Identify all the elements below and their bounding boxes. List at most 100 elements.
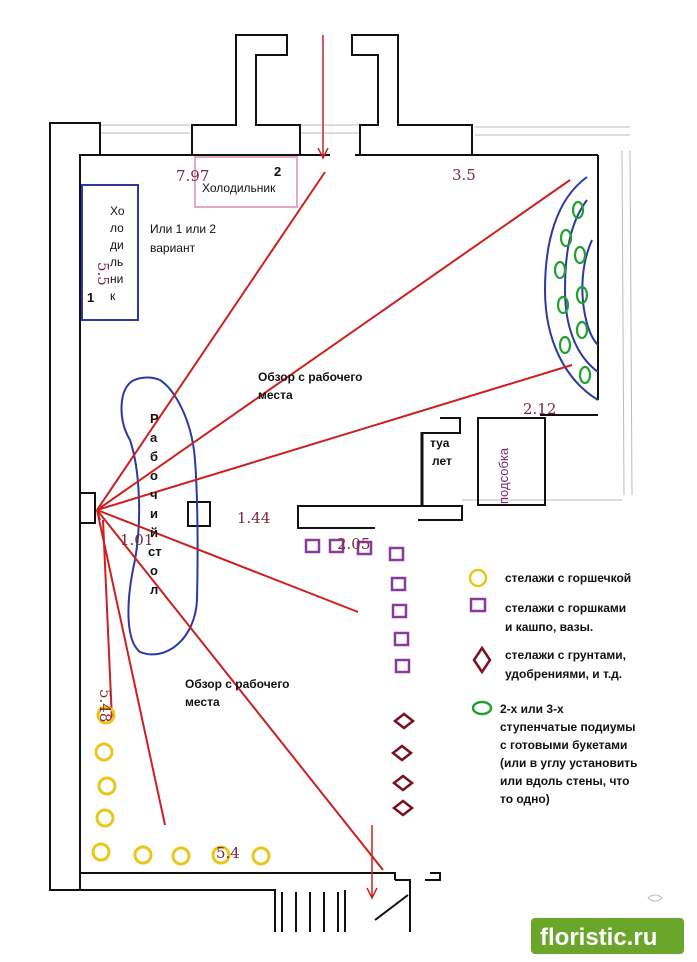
sightline-4 <box>96 509 359 613</box>
diamond-red-icon <box>472 645 492 675</box>
sightline-2 <box>96 179 571 511</box>
logo-background <box>531 918 684 954</box>
entrance-steps <box>281 892 409 932</box>
podium-mark-5 <box>558 335 572 355</box>
sightline-3 <box>96 364 573 511</box>
column-block <box>187 501 211 527</box>
podium-mark-2 <box>559 228 573 248</box>
dim-1-44: 1.44 <box>237 509 270 527</box>
pot-rack-6 <box>133 845 153 865</box>
sightline-5 <box>96 509 384 871</box>
storage-label: подсобка <box>496 447 511 504</box>
fridge-1-letter-2: ди <box>110 238 124 252</box>
legend-item-4-line-6: то одно) <box>500 792 550 806</box>
fridge-1-letter-0: Хо <box>110 204 125 218</box>
fridge-option-2 <box>194 156 298 208</box>
pot-shelf-7 <box>393 631 410 647</box>
legend-item-3-line-1: стелажи с грунтами, <box>505 648 626 662</box>
dim-5-48: 5.48 <box>96 689 114 722</box>
view-label-top-line-2: места <box>258 388 293 402</box>
circle-yellow-icon <box>468 568 488 588</box>
dim-7-97: 7.97 <box>176 167 209 185</box>
flower-icon <box>647 894 663 902</box>
pot-shelf-8 <box>394 658 411 674</box>
sightline-1 <box>96 171 326 511</box>
square-purple-icon <box>469 597 487 613</box>
workbench-letter-1: а <box>150 430 158 445</box>
pot-shelf-5 <box>390 576 407 592</box>
soil-rack-2 <box>390 744 414 762</box>
legend-item-1-line-1: стелажи с горшечкой <box>505 571 631 585</box>
workbench-letter-9: л <box>150 582 158 597</box>
fridge-2-label: Холодильник <box>202 181 276 195</box>
pot-rack-8 <box>211 845 231 865</box>
pot-shelf-6 <box>391 603 408 619</box>
outer-guide-lines <box>100 124 633 501</box>
ventilation-shafts <box>191 34 473 529</box>
soil-rack-3 <box>391 774 415 792</box>
ellipse-green-icon <box>471 700 493 716</box>
entry-arrows <box>317 35 378 900</box>
option-note-line-2: вариант <box>150 241 196 255</box>
toilet-label-line-1: туа <box>430 436 450 450</box>
podium-mark-8 <box>575 320 589 340</box>
wall-left <box>49 122 101 891</box>
podium-bouquet-marks <box>553 200 592 385</box>
option-note-line-1: Или 1 или 2 <box>150 222 216 236</box>
podium-mark-3 <box>553 260 567 280</box>
fridge-1-label: Хо ло ди ль ни к 1 <box>87 204 125 305</box>
podium-mark-4 <box>556 295 570 315</box>
fridge-1-number: 1 <box>87 290 94 305</box>
pot-shelf-1 <box>304 538 321 554</box>
podium-outline-outer <box>543 176 599 401</box>
pot-rack-4 <box>95 808 115 828</box>
pot-rack-2 <box>94 742 114 762</box>
dim-2-05: 2.05 <box>337 535 370 553</box>
podium-mark-7 <box>575 285 589 305</box>
podium-mark-1 <box>571 200 585 220</box>
legend-item-4-line-3: с готовыми букетами <box>500 738 627 752</box>
legend-item-2-line-1: стелажи с горшками <box>505 601 626 615</box>
legend-item-4-line-1: 2-х или 3-х <box>500 702 564 716</box>
dim-3-5: 3.5 <box>452 166 476 184</box>
legend-item-4-line-4: (или в углу установить <box>500 756 637 770</box>
fridge-option-1 <box>81 184 139 321</box>
view-label-bottom-line-1: Обзор с рабочего <box>185 677 290 691</box>
pot-rack-7 <box>171 846 191 866</box>
dim-2-12: 2.12 <box>523 400 556 418</box>
soil-rack-4 <box>391 799 415 817</box>
workbench-letter-7: ст <box>148 544 162 559</box>
toilet-and-storage <box>420 417 546 506</box>
dim-1-01: 1.01 <box>120 531 153 549</box>
pot-rack-3 <box>97 776 117 796</box>
pot-shelf-3 <box>356 540 373 556</box>
sightline-8 <box>102 519 113 721</box>
fridge-1-letter-4: ни <box>110 272 123 286</box>
pot-shelf-4 <box>388 546 405 562</box>
legend-item-3-line-2: удобрениями, и т.д. <box>505 667 622 681</box>
toilet-label-line-2: лет <box>432 454 452 468</box>
floristic-logo: floristic.ru <box>531 894 684 954</box>
workbench-letter-4: ч <box>150 487 158 502</box>
dim-5-5: 5.5 <box>94 262 112 286</box>
workbench-letter-8: о <box>150 563 158 578</box>
pot-rack-1 <box>96 705 116 725</box>
legend-item-4-line-2: ступенчатые подиумы <box>500 720 636 734</box>
pot-rack-9 <box>251 846 271 866</box>
fridge-2-number: 2 <box>274 164 281 179</box>
pot-shelf-2 <box>328 538 345 554</box>
workbench-letter-2: б <box>150 449 158 464</box>
sightlines <box>96 171 573 871</box>
podium-mark-9 <box>578 365 592 385</box>
workbench-letter-3: о <box>150 468 158 483</box>
legend-item-2-line-2: и кашпо, вазы. <box>505 620 593 634</box>
view-label-top-line-1: Обзор с рабочего <box>258 370 363 384</box>
fridge-1-letter-5: к <box>110 289 116 303</box>
sightline-6 <box>96 509 166 826</box>
logo-text: floristic.ru <box>540 924 657 951</box>
soil-racks <box>390 712 416 817</box>
pot-rack-5 <box>91 842 111 862</box>
pot-shelves <box>304 538 411 674</box>
